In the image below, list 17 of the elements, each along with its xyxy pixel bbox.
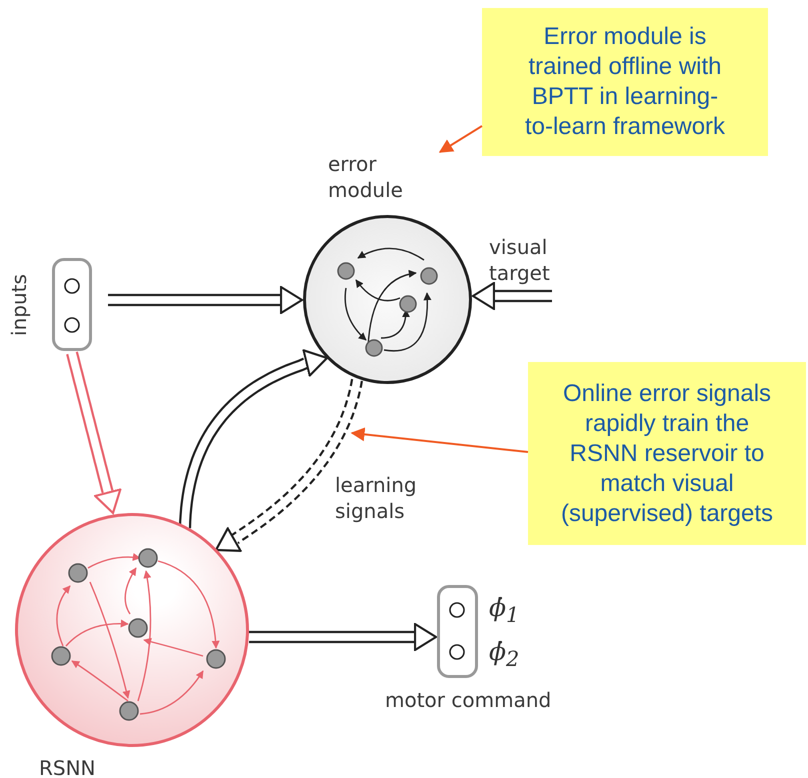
input-label: inputs — [6, 274, 32, 336]
dashed-arrow — [214, 378, 363, 552]
hollow-arrow — [66, 350, 122, 514]
network-label: RSNN — [39, 757, 96, 778]
callout-box: Error module is trained offline with BPTT in learning-to-learn framework — [482, 8, 768, 156]
hollow-arrow — [248, 622, 438, 652]
output-label: motor command — [385, 687, 552, 713]
leader-line — [438, 125, 483, 153]
target-label: visual target — [489, 234, 551, 286]
output-variable: ϕ̇$_{1}$ — [489, 593, 520, 627]
hollow-arrow — [472, 282, 554, 310]
hollow-arrow — [106, 286, 304, 314]
module-label: error module — [328, 151, 404, 203]
output-variable: ϕ̇$_{2}$ — [489, 637, 520, 671]
leader-line — [350, 427, 528, 453]
callout-box: Online error signals rapidly train the RSNN reservoir to match visual (supervised) targets — [528, 362, 806, 545]
hollow-arrow — [178, 349, 328, 530]
